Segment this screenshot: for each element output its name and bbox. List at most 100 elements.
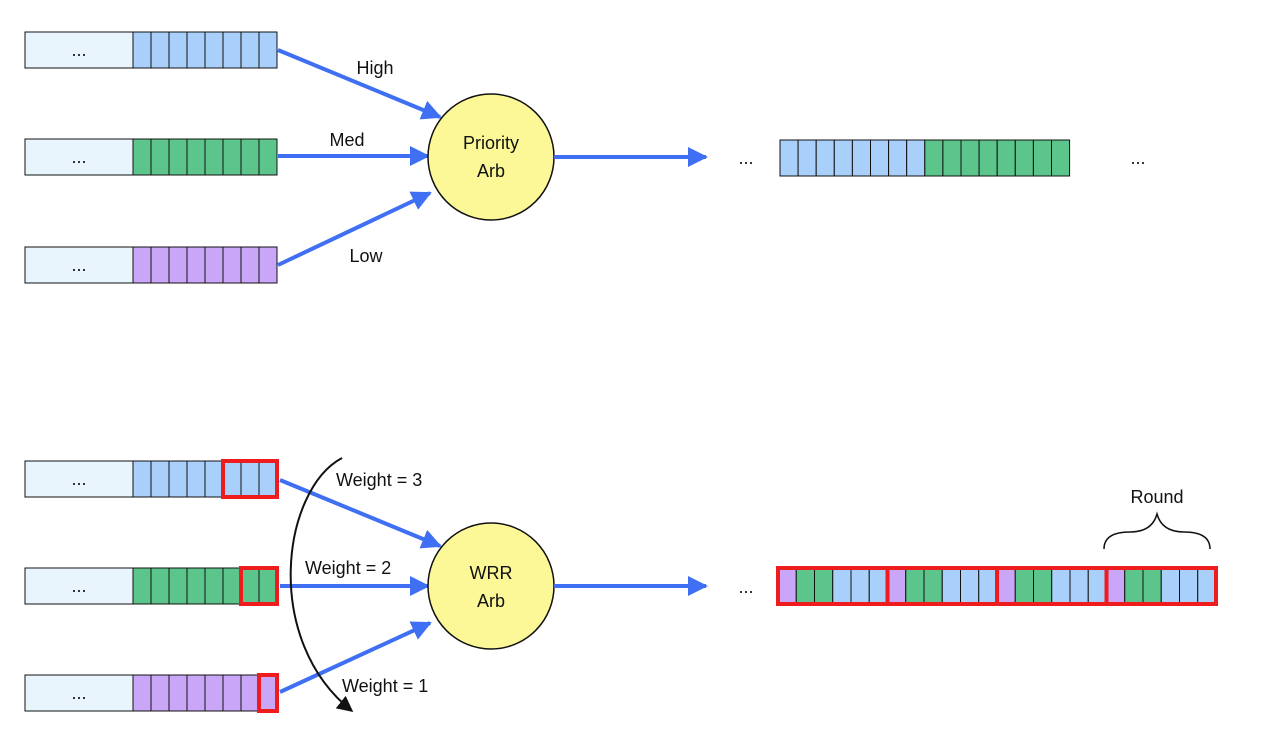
wrr-output-slot <box>905 567 925 605</box>
wrr-arbiter-label-line1: WRR <box>470 563 513 583</box>
wrr-queue-low-slot <box>150 674 170 712</box>
wrr-output-slot <box>1197 567 1217 605</box>
wrr-output-slot <box>850 567 870 605</box>
wrr-output-slot <box>777 567 797 605</box>
wrr-queue-low-slot <box>222 674 242 712</box>
priority-output-slot <box>996 139 1016 177</box>
priority-output-slot <box>1032 139 1053 177</box>
priority-arbiter-label-line2: Arb <box>477 161 505 181</box>
wrr-output-ellipsis: ... <box>738 577 753 597</box>
wrr-queue-med-ellipsis: ... <box>71 576 86 596</box>
priority-label-high: High <box>356 58 393 78</box>
wrr-arbiter-label-line2: Arb <box>477 591 505 611</box>
wrr-queue-low-slot <box>132 674 152 712</box>
wrr-output-slot <box>1106 567 1126 605</box>
wrr-queue-high: ... <box>24 459 279 499</box>
wrr-arbiter-circle <box>427 522 555 650</box>
priority-queue-low-slot <box>168 246 188 284</box>
priority-output-slot <box>851 139 872 177</box>
wrr-queue-low-head <box>24 674 134 712</box>
priority-queue-med-slot <box>258 138 278 176</box>
wrr-weight-label-high: Weight = 3 <box>336 470 422 490</box>
wrr-queue-med-weight-highlight <box>239 566 279 606</box>
wrr-queue-high-weight-highlight <box>221 459 279 499</box>
priority-arbiter-circle <box>427 93 555 221</box>
priority-queue-high: ... <box>24 31 278 69</box>
wrr-output-slot <box>887 567 907 605</box>
priority-queue-low: ... <box>24 246 278 284</box>
priority-queue-med-ellipsis: ... <box>71 147 86 167</box>
wrr-output-slot <box>1051 567 1071 605</box>
priority-arrow-high <box>277 48 442 120</box>
priority-section: ... ... ... High Med Low Priority Arb ..… <box>24 31 1146 284</box>
wrr-output-slot <box>1124 567 1144 605</box>
wrr-output-slot <box>1033 567 1053 605</box>
priority-output-slot <box>924 139 944 177</box>
wrr-queue-low-weight-highlight <box>257 673 279 713</box>
priority-output-slot <box>978 139 998 177</box>
priority-queue-low-slot <box>204 246 224 284</box>
priority-queue-high-slot <box>186 31 206 69</box>
priority-queue-high-slot <box>222 31 242 69</box>
priority-output-slot <box>960 139 980 177</box>
round-brace <box>1103 511 1211 550</box>
wrr-output-slot <box>1179 567 1199 605</box>
priority-queue-high-slot <box>168 31 188 69</box>
wrr-output-slot <box>1069 567 1089 605</box>
wrr-output-slot <box>832 567 852 605</box>
wrr-queue-low-ellipsis: ... <box>71 683 86 703</box>
wrr-output-slot <box>1142 567 1162 605</box>
wrr-queue-high-ellipsis: ... <box>71 469 86 489</box>
wrr-queue-high-head <box>24 460 134 498</box>
priority-queue-high-slot <box>240 31 260 69</box>
wrr-round-robin-curve-arrow <box>289 457 354 712</box>
wrr-queue-med-head <box>24 567 134 605</box>
wrr-queue-high-slot <box>258 460 278 498</box>
wrr-queue-med-slot <box>186 567 206 605</box>
wrr-output-slot <box>941 567 961 605</box>
wrr-output-slot <box>1087 567 1107 605</box>
wrr-output-slot <box>1014 567 1034 605</box>
wrr-arrow-low <box>279 621 432 694</box>
priority-output-slot <box>779 139 799 177</box>
priority-output-ellipsis-left: ... <box>738 148 753 168</box>
priority-output-slot <box>1051 139 1071 177</box>
priority-queue-high-ellipsis: ... <box>71 40 86 60</box>
wrr-queue-med-slot <box>132 567 152 605</box>
wrr-queue-low-slot <box>186 674 206 712</box>
priority-output-stream <box>779 139 1071 177</box>
wrr-arrow-high <box>279 478 442 549</box>
wrr-queue-low-slot <box>258 674 278 712</box>
wrr-queue-high-slot <box>150 460 170 498</box>
wrr-output-slot <box>996 567 1016 605</box>
wrr-output-slot <box>795 567 815 605</box>
wrr-output-slot <box>814 567 834 605</box>
priority-output-ellipsis-right: ... <box>1130 148 1145 168</box>
wrr-weight-label-med: Weight = 2 <box>305 558 391 578</box>
priority-arbiter-label-line1: Priority <box>463 133 519 153</box>
priority-arrow-low <box>277 191 432 267</box>
wrr-queue-low-slot <box>168 674 188 712</box>
priority-queue-med-slot <box>186 138 206 176</box>
wrr-output-slot <box>978 567 998 605</box>
priority-queue-high-slot <box>258 31 278 69</box>
priority-output-slot <box>906 139 926 177</box>
wrr-queue-high-slot <box>222 460 242 498</box>
priority-output-slot <box>833 139 853 177</box>
wrr-queue-med-slot <box>222 567 242 605</box>
priority-queue-low-ellipsis: ... <box>71 255 86 275</box>
priority-queue-low-slot <box>222 246 242 284</box>
priority-queue-low-slot <box>132 246 152 284</box>
priority-queue-high-slot <box>132 31 152 69</box>
wrr-output-slot <box>1160 567 1180 605</box>
priority-queue-med-slot <box>150 138 170 176</box>
priority-queue-med-slot <box>168 138 188 176</box>
wrr-queue-high-slot <box>186 460 206 498</box>
wrr-output-slot <box>923 567 943 605</box>
priority-label-med: Med <box>329 130 364 150</box>
wrr-queue-high-slot <box>240 460 260 498</box>
wrr-queue-high-slot <box>204 460 224 498</box>
wrr-queue-low-slot <box>204 674 224 712</box>
priority-output-slot <box>888 139 908 177</box>
priority-output-slot <box>942 139 962 177</box>
